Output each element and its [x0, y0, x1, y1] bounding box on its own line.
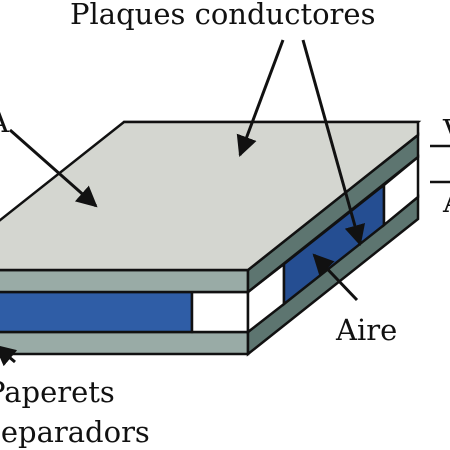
plates-pointer-top-arrow [236, 39, 285, 157]
bottom-plate-front [0, 330, 250, 356]
plates-pointer-paper-arrow [301, 39, 366, 247]
air-gap-front [190, 290, 250, 334]
top-plate-surface-edge [0, 120, 420, 272]
area-symbol-label: A [0, 105, 10, 139]
plates-label: Plaques conductores [70, 0, 375, 31]
right-bottom-label: A [442, 185, 450, 219]
air-label: Aire [335, 313, 397, 347]
air-pointer-arrow [312, 253, 359, 302]
top-plate-front [0, 268, 250, 294]
separator-pointer-arrow [0, 344, 18, 367]
separator-label-line2: separadors [0, 415, 150, 449]
separator-paper-front [0, 290, 194, 334]
separator-label-line1: Paperets [0, 375, 115, 409]
area-pointer-arrow [9, 128, 98, 208]
right-top-label: V [442, 113, 450, 147]
